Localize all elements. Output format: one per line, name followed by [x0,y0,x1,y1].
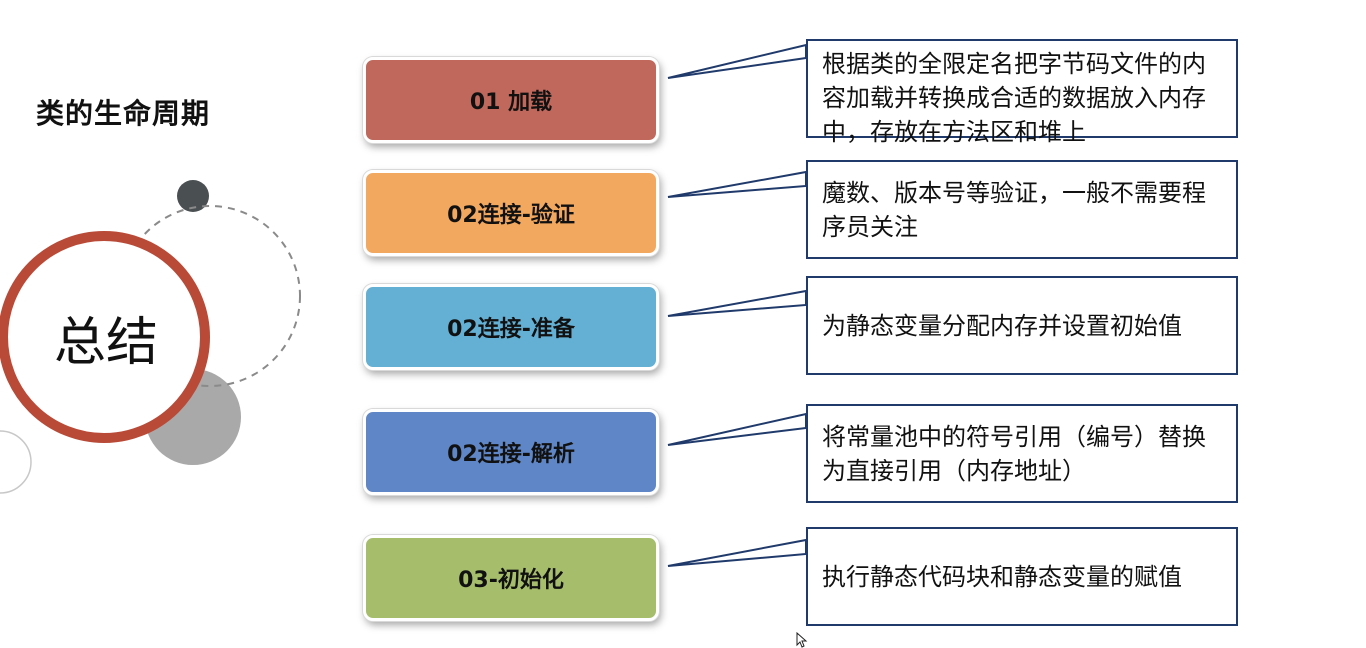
desc-resolve: 将常量池中的符号引用（编号）替换为直接引用（内存地址） [806,404,1238,503]
desc-verify: 魔数、版本号等验证，一般不需要程序员关注 [806,160,1238,259]
desc-text: 根据类的全限定名把字节码文件的内容加载并转换成合适的数据放入内存中，存放在方法区… [822,50,1206,146]
connector-2 [667,170,807,198]
mouse-cursor-icon [796,632,808,648]
stage-label: 02连接-解析 [447,442,575,467]
stage-prepare: 02连接-准备 [363,284,659,370]
dashed-orbit [119,205,301,387]
stage-label: 03-初始化 [458,568,564,593]
connector-3 [667,289,807,317]
desc-load: 根据类的全限定名把字节码文件的内容加载并转换成合适的数据放入内存中，存放在方法区… [806,39,1238,146]
page-title: 类的生命周期 [36,97,211,130]
stage-label: 02连接-验证 [447,203,575,228]
stage-verify: 02连接-验证 [363,170,659,256]
connector-1 [667,43,807,79]
dark-dot [177,180,209,212]
summary-ring [0,231,210,443]
desc-text: 魔数、版本号等验证，一般不需要程序员关注 [822,179,1206,241]
outline-circle [0,430,32,494]
desc-text: 执行静态代码块和静态变量的赋值 [822,562,1182,591]
stage-label: 01 加载 [469,90,553,115]
stage-resolve: 02连接-解析 [363,409,659,495]
stage-initialize: 03-初始化 [363,535,659,621]
desc-initialize: 执行静态代码块和静态变量的赋值 [806,527,1238,626]
desc-text: 为静态变量分配内存并设置初始值 [822,311,1182,340]
connector-5 [667,538,807,567]
connector-4 [667,412,807,446]
stage-label: 02连接-准备 [447,317,575,342]
desc-prepare: 为静态变量分配内存并设置初始值 [806,276,1238,375]
decorative-circles [0,180,301,494]
stage-load: 01 加载 [363,57,659,143]
desc-text: 将常量池中的符号引用（编号）替换为直接引用（内存地址） [822,423,1206,485]
summary-label: 总结 [53,313,158,373]
